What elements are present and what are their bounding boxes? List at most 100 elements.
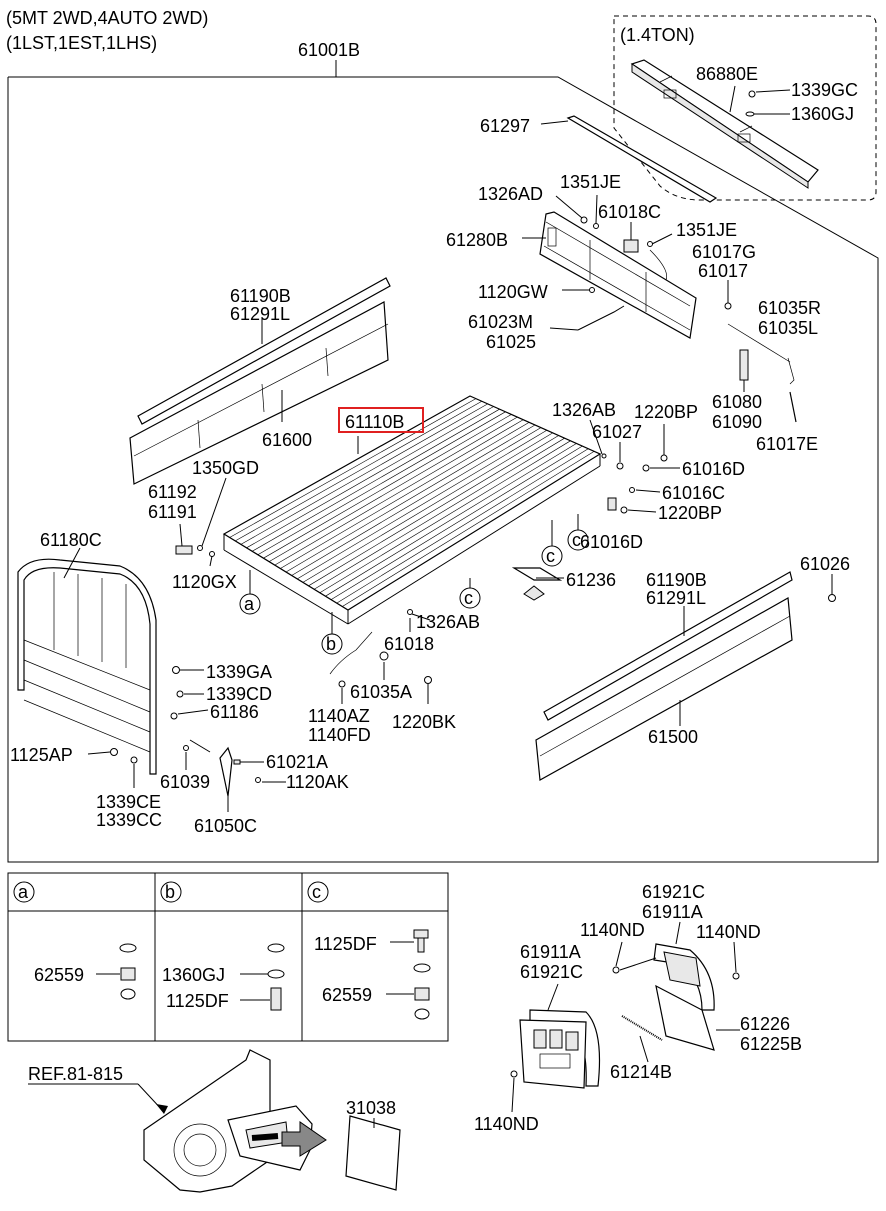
label-61017e: 61017E: [756, 434, 818, 454]
deck-slat-line: [330, 445, 583, 600]
nut-icon: [120, 967, 136, 981]
washer-icon: [119, 943, 137, 953]
label-61921c-b: 61921C: [520, 962, 583, 982]
washer-1339cd: [176, 690, 184, 698]
label-61911a-a: 61911A: [642, 902, 703, 922]
label-1339cc: 1339CC: [96, 810, 162, 830]
bolt-1326ad: [580, 216, 588, 224]
spacer-61021a: [233, 759, 241, 765]
label-61035l: 61035L: [758, 318, 818, 338]
screw-1140nd-c: [510, 1070, 518, 1078]
hinge-61017: [724, 302, 732, 310]
label-61214b: 61214B: [610, 1062, 672, 1082]
label-31038: 31038: [346, 1098, 396, 1118]
label-1350gd: 1350GD: [192, 458, 259, 478]
bolt-1120gx: [209, 551, 215, 557]
deck-slat-line: [297, 430, 547, 580]
label-61180c: 61180C: [40, 530, 102, 550]
label-61027: 61027: [592, 422, 642, 442]
washer-61016c: [629, 487, 635, 493]
label-1360gj: 1360GJ: [791, 104, 854, 124]
deck-slat-line: [235, 401, 482, 542]
part-61280b-tailgate: [539, 211, 697, 339]
callout-c-3: c: [567, 514, 589, 551]
bolt-shank-icon: [417, 937, 425, 953]
label-1326ab-a: 1326AB: [552, 400, 616, 420]
deck-slat-line: [285, 424, 536, 573]
nut-icon: [120, 988, 136, 1000]
label-61911a-b: 61911A: [520, 942, 581, 962]
part-61180c-front-guard: [17, 558, 157, 775]
svg-text:c: c: [546, 546, 555, 566]
svg-text:c: c: [464, 588, 473, 608]
detail-head-a: a: [18, 882, 29, 902]
mud-guard-left: [519, 1009, 601, 1089]
label-61039: 61039: [160, 772, 210, 792]
label-61600: 61600: [262, 430, 312, 450]
bolt-icon: [270, 987, 282, 1011]
svg-text:c: c: [572, 530, 581, 550]
detail-c-1125df: 1125DF: [314, 934, 377, 954]
label-1140nd-b: 1140ND: [696, 922, 761, 942]
deck-slat-line: [291, 427, 542, 576]
label-61021a: 61021A: [266, 752, 328, 772]
label-61018: 61018: [384, 634, 434, 654]
deck-slat-line: [252, 408, 500, 552]
detail-table: a b c 62559 1360GJ 1125DF 1125DF 62559: [7, 872, 449, 1042]
nut-icon: [414, 987, 430, 1001]
label-61080: 61080: [712, 392, 762, 412]
deck-slat-line: [308, 435, 559, 587]
detail-a-62559: 62559: [34, 965, 84, 985]
label-1125ap: 1125AP: [10, 745, 73, 765]
label-61023m: 61023M: [468, 312, 533, 332]
label-1339cd: 1339CD: [206, 684, 272, 704]
detail-b-1125df: 1125DF: [166, 991, 229, 1011]
label-61026: 61026: [800, 554, 850, 574]
detail-c-62559: 62559: [322, 985, 372, 1005]
deck-slat-line: [280, 422, 530, 569]
label-61226: 61226: [740, 1014, 790, 1034]
bolt-1120gw: [589, 287, 595, 293]
washer-1360gj: [745, 111, 755, 117]
option-box-border: [613, 15, 877, 201]
bolt-1120ak: [255, 777, 261, 783]
label-61186: 61186: [210, 702, 259, 722]
svg-text:a: a: [244, 594, 255, 614]
label-1120ak: 1120AK: [286, 772, 349, 792]
bolt-1326ab-a: [601, 453, 607, 459]
bumper-61236: [523, 585, 545, 601]
bolt-61035a: [379, 651, 389, 661]
label-61291l-a: 61291L: [230, 304, 290, 324]
label-61035r: 61035R: [758, 298, 821, 318]
label-61297: 61297: [480, 116, 530, 136]
callout-b: b: [321, 612, 343, 655]
deck-slat-line: [336, 448, 589, 604]
deck-slat-line: [325, 443, 577, 597]
rod-61035r: [787, 357, 795, 385]
nut-1339ce: [130, 756, 138, 764]
hinge-61050c: [219, 746, 233, 797]
part-61110b-floor-deck: [222, 395, 602, 625]
label-61025: 61025: [486, 332, 536, 352]
label-61017: 61017: [698, 261, 748, 281]
label-61190b-a: 61190B: [230, 286, 291, 306]
label-61017g: 61017G: [692, 242, 756, 262]
main-frame: [7, 76, 879, 863]
svg-text:b: b: [326, 634, 336, 654]
deck-slat-line: [257, 411, 506, 555]
detail-b-1360gj: 1360GJ: [162, 965, 225, 985]
label-ref-81-815: REF.81-815: [28, 1064, 123, 1084]
screw-1140nd-a: [612, 966, 620, 974]
rear-crossmember-86880e: [630, 59, 819, 189]
bolt-1220bp-b: [620, 506, 628, 514]
bolt-1326ab-b: [407, 609, 413, 615]
label-61291l-b: 61291L: [646, 588, 706, 608]
label-61191: 61191: [148, 502, 197, 522]
pin-1351je-a: [593, 223, 599, 229]
deck-slat-line: [302, 432, 553, 583]
label-1220bk: 1220BK: [392, 712, 456, 732]
bolt-1220bk: [424, 676, 432, 684]
deck-slat-line: [314, 437, 565, 590]
deck-slat-line: [263, 414, 512, 559]
deck-slat-line: [246, 406, 494, 549]
